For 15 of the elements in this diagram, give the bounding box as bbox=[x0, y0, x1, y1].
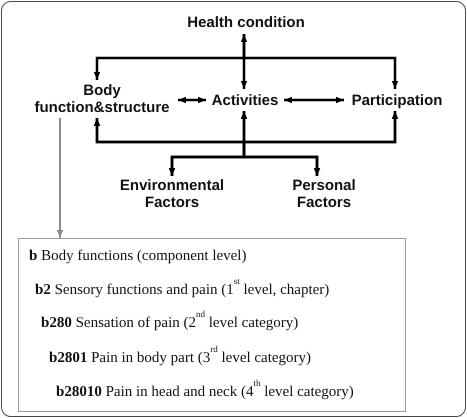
category-box bbox=[18, 238, 406, 412]
concept-label: Environmental Factors bbox=[111, 176, 233, 212]
category-entry: b2 Sensory functions and pain (1$^{st}$ level, chapter) bbox=[35, 281, 330, 299]
concept-label: Body function&structure bbox=[26, 80, 178, 118]
concept-label: Health condition bbox=[180, 10, 312, 34]
concept-label: Participation bbox=[344, 89, 450, 111]
arrow bbox=[284, 96, 344, 104]
arrow bbox=[178, 96, 206, 104]
arrow bbox=[242, 34, 398, 89]
category-entry: b Body functions (component level) bbox=[29, 247, 246, 265]
concept-label: Activities bbox=[206, 89, 284, 111]
concept-label: Personal Factors bbox=[286, 176, 362, 212]
arrow bbox=[56, 118, 64, 238]
arrow bbox=[242, 111, 398, 176]
arrow bbox=[240, 34, 248, 89]
